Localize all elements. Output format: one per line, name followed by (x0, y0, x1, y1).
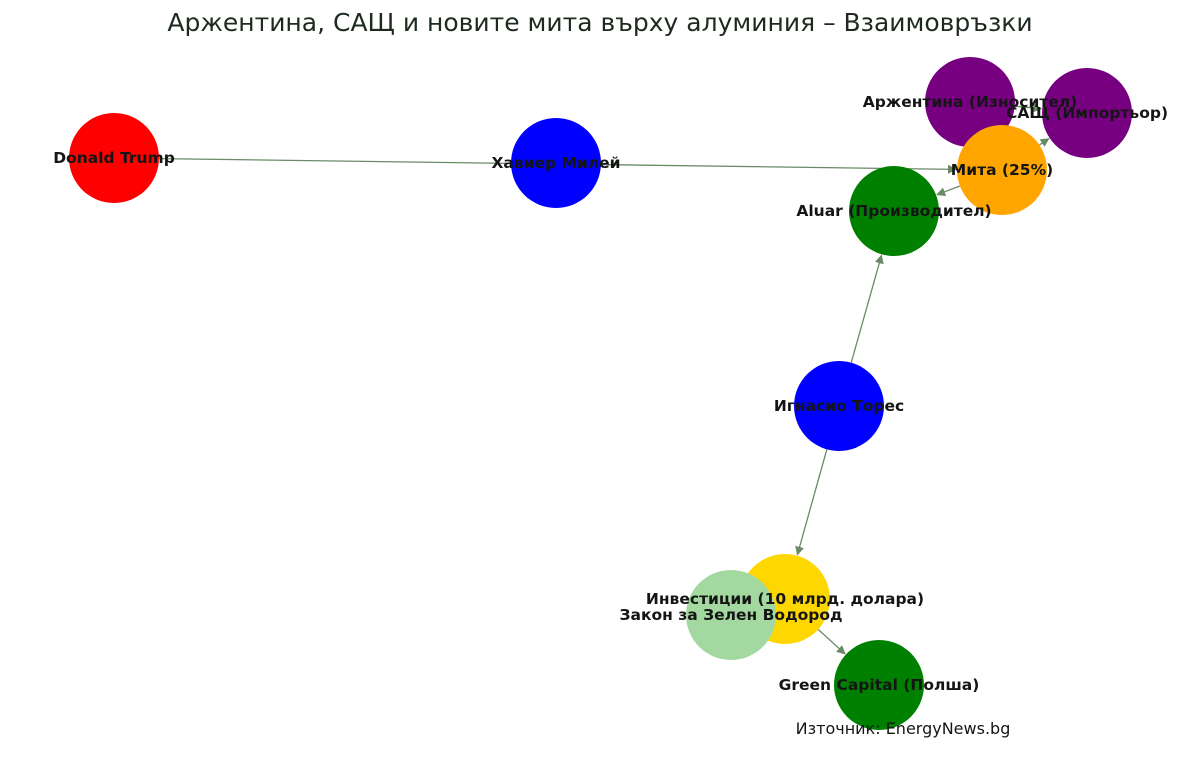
node-green_capital (834, 640, 924, 730)
node-label-torres: Игнасио Торес (774, 397, 904, 415)
node-label-argentina: Аржентина (Износител) (863, 93, 1078, 111)
node-argentina (925, 57, 1015, 147)
nodes-layer (69, 57, 1132, 730)
source-caption: Източник: EnergyNews.bg (796, 719, 1011, 738)
edge-tariffs-to-usa (1039, 138, 1050, 147)
node-label-milei: Хавиер Милей (491, 154, 620, 172)
node-label-aluar: Aluar (Производител) (796, 202, 991, 220)
node-label-green_capital: Green Capital (Полша) (779, 676, 980, 694)
node-trump (69, 113, 159, 203)
node-label-tariffs: Мита (25%) (951, 161, 1053, 179)
diagram-title: Аржентина, САЩ и новите мита върху алуми… (167, 8, 1032, 37)
node-aluar (849, 166, 939, 256)
edge-torres-to-aluar (850, 254, 884, 363)
node-tariffs (957, 125, 1047, 215)
edge-argentina-to-usa (1014, 103, 1043, 113)
labels-layer: Donald Trump Хавиер Милей Аржентина (Износ… (53, 93, 1168, 694)
edge-investments-to-green_capital (817, 628, 846, 655)
node-usa (1042, 68, 1132, 158)
node-milei (511, 118, 601, 208)
node-label-investments: Инвестиции (10 млрд. долара) (646, 590, 924, 608)
node-label-hydrogen_law: Закон за Зелен Водород (620, 606, 843, 624)
node-hydrogen_law (686, 570, 776, 660)
node-torres (794, 361, 884, 451)
node-label-trump: Donald Trump (53, 149, 175, 167)
node-label-usa: САЩ (Импортьор) (1006, 104, 1168, 122)
edge-tariffs-to-aluar (936, 185, 961, 197)
edge-torres-to-investments (795, 449, 828, 556)
